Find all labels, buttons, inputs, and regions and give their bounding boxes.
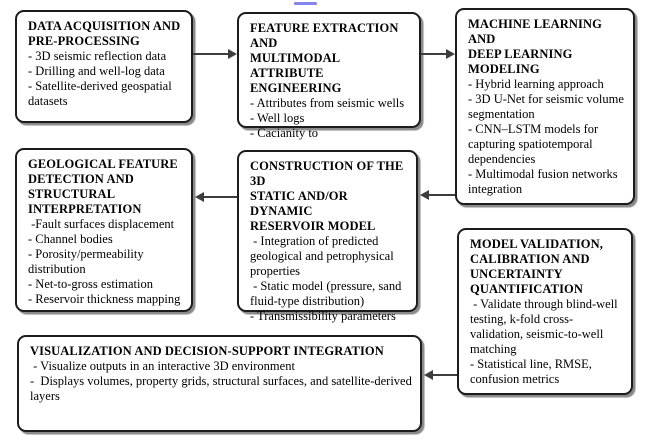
box-construction-of-the-3d-static-and-or-dynamic-reservoir-model: CONSTRUCTION OF THE 3D STATIC AND/OR DYN…	[237, 150, 418, 323]
blue-dash-artifact	[294, 2, 317, 5]
arrow-reservoir-model-to-geological-feature-detection	[195, 192, 237, 202]
box-title: MODEL VALIDATION, CALIBRATION AND UNCERT…	[470, 237, 603, 296]
arrow-shaft	[427, 194, 455, 196]
box-item: - Transmissibility parameters	[250, 309, 396, 323]
arrow-feature-extraction-to-machine-learning	[421, 49, 455, 59]
box-item: - Integration of predicted geological an…	[250, 234, 397, 278]
box-item: - Hybrid learning approach	[468, 77, 604, 91]
box-item: - Cacianity to	[250, 126, 319, 140]
box-item: - Well logs	[250, 111, 305, 125]
box-geological-feature-detection-and-structural-interpretation: GEOLOGICAL FEATURE DETECTION AND STRUCTU…	[15, 148, 193, 312]
box-item: - Multimodal fusion networks integration	[468, 167, 621, 196]
box-item: - Net-to-gross estimation	[28, 277, 153, 291]
box-item: - Channel bodies	[28, 232, 113, 246]
arrow-head-left-icon	[420, 190, 429, 200]
arrow-head-left-icon	[195, 192, 204, 202]
box-title: DATA ACQUISITION AND PRE-PROCESSING	[28, 19, 181, 48]
arrow-model-validation-to-visualization	[424, 370, 457, 380]
box-item: - Displays volumes, property grids, stru…	[30, 374, 415, 403]
box-model-validation-calibration-and-uncertainty-quantification: MODEL VALIDATION, CALIBRATION AND UNCERT…	[457, 228, 633, 395]
box-item: - Validate through blind-well testing, k…	[470, 297, 621, 356]
box-item: - Porosity/permeability distribution	[28, 247, 147, 276]
box-title: FEATURE EXTRACTION AND MULTIMODAL ATTRIB…	[250, 21, 399, 95]
box-item: - 3D seismic reflection data	[28, 49, 167, 63]
box-item: - CNN–LSTM models for capturing spatiote…	[468, 122, 602, 166]
box-item: -Fault surfaces displacement	[28, 217, 175, 231]
arrow-shaft	[202, 196, 237, 198]
box-item: - Drilling and well-log data	[28, 64, 165, 78]
box-machine-learning-and-deep-learning-modeling: MACHINE LEARNING AND DEEP LEARNING MODEL…	[455, 8, 635, 205]
arrow-head-left-icon	[424, 370, 433, 380]
box-feature-extraction-and-multimodal-attribute-engineering: FEATURE EXTRACTION AND MULTIMODAL ATTRIB…	[237, 12, 421, 140]
arrow-shaft	[193, 53, 230, 55]
box-item: - Reservoir thickness mapping	[28, 292, 181, 306]
arrow-shaft	[421, 53, 448, 55]
arrow-head-right-icon	[228, 49, 237, 59]
box-title: GEOLOGICAL FEATURE DETECTION AND STRUCTU…	[28, 157, 178, 216]
arrow-shaft	[431, 374, 457, 376]
box-item: - Static model (pressure, sand fluid-typ…	[250, 279, 405, 308]
box-item: - 3D U-Net for seismic volume segmentati…	[468, 92, 627, 121]
box-title: CONSTRUCTION OF THE 3D STATIC AND/OR DYN…	[250, 159, 404, 233]
box-title: MACHINE LEARNING AND DEEP LEARNING MODEL…	[468, 17, 602, 76]
box-item: - Visualize outputs in an interactive 3D…	[30, 359, 295, 373]
box-item: - Satellite-derived geospatial datasets	[28, 79, 175, 108]
box-title: VISUALIZATION AND DECISION-SUPPORT INTEG…	[30, 344, 384, 358]
box-item: - Statistical line, RMSE, confusion metr…	[470, 357, 595, 386]
arrow-head-right-icon	[446, 49, 455, 59]
arrow-data-acquisition-to-feature-extraction	[193, 49, 237, 59]
box-data-acquisition-and-pre-processing: DATA ACQUISITION AND PRE-PROCESSING - 3D…	[15, 10, 193, 123]
arrow-machine-learning-to-reservoir-model	[420, 190, 455, 200]
box-item: - Attributes from seismic wells	[250, 96, 405, 110]
box-visualization-and-decision-support-integration: VISUALIZATION AND DECISION-SUPPORT INTEG…	[17, 335, 422, 432]
